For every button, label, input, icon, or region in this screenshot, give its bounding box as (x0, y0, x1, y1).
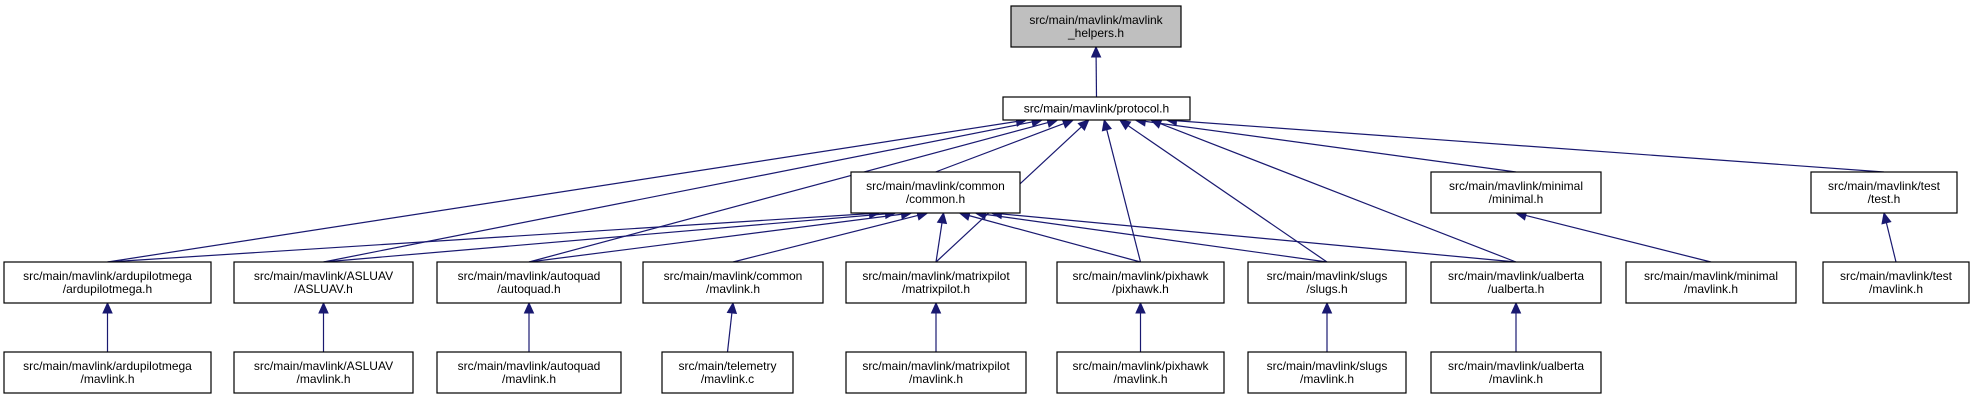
node-label-line: src/main/telemetry (678, 359, 776, 373)
node-slugs[interactable]: src/main/mavlink/slugs/slugs.h (1247, 261, 1407, 304)
node-label-line: _helpers.h (1067, 26, 1124, 40)
dependency-edge-minimal_mavlink-to-minimal (1514, 210, 1712, 263)
dependency-edge-matrixpilot_mavlink-to-matrixpilot (930, 301, 942, 352)
node-label-line: src/main/mavlink/ualberta (1448, 359, 1584, 373)
node-label-line: /mavlink.h (1869, 282, 1923, 296)
node-label-line: src/main/mavlink/matrixpilot (862, 359, 1010, 373)
node-ualberta[interactable]: src/main/mavlink/ualberta/ualberta.h (1430, 261, 1602, 304)
node-label-line: src/main/mavlink/matrixpilot (862, 269, 1010, 283)
node-label-line: /minimal.h (1489, 192, 1544, 206)
dependency-edge-autoquad-to-common (528, 209, 913, 263)
node-asluav-mavlink[interactable]: src/main/mavlink/ASLUAV/mavlink.h (233, 351, 414, 394)
node-matrixpilot-mavlink[interactable]: src/main/mavlink/matrixpilot/mavlink.h (845, 351, 1027, 394)
dependency-edge-matrixpilot-to-common (935, 211, 948, 263)
dependency-edge-asluav_mavlink-to-asluav (318, 301, 329, 352)
dependency-edge-slugs-to-protocol (1118, 119, 1328, 263)
node-asluav[interactable]: src/main/mavlink/ASLUAV/ASLUAV.h (233, 261, 414, 304)
dependency-edge-protocol-to-helpers (1090, 45, 1102, 98)
node-label-line: src/main/mavlink/slugs (1267, 359, 1388, 373)
node-label-line: src/main/mavlink/test (1828, 179, 1941, 193)
node-label-line: src/main/mavlink/ardupilotmega (23, 359, 192, 373)
node-label-line: /mavlink.h (296, 372, 350, 386)
graph-nodes: src/main/mavlink/mavlink_helpers.hsrc/ma… (3, 5, 1970, 394)
node-label-line: /test.h (1868, 192, 1901, 206)
dependency-edge-test_mavlink-to-test (1881, 211, 1897, 263)
node-minimal-mavlink[interactable]: src/main/mavlink/minimal/mavlink.h (1625, 261, 1797, 304)
node-autoquad[interactable]: src/main/mavlink/autoquad/autoquad.h (436, 261, 622, 304)
node-test-mavlink[interactable]: src/main/mavlink/test/mavlink.h (1822, 261, 1970, 304)
node-label-line: src/main/mavlink/protocol.h (1024, 102, 1169, 116)
node-pixhawk[interactable]: src/main/mavlink/pixhawk/pixhawk.h (1056, 261, 1225, 304)
node-label-line: /common.h (906, 192, 965, 206)
dependency-edge-minimal-to-protocol (1134, 116, 1517, 173)
dependency-edge-ardupilotmega_mavlink-to-ardupilotmega (102, 301, 113, 352)
node-ardupilotmega[interactable]: src/main/mavlink/ardupilotmega/ardupilot… (3, 261, 212, 304)
dependency-edge-ualberta-to-common (990, 208, 1517, 263)
node-label-line: src/main/mavlink/common (866, 179, 1005, 193)
node-common[interactable]: src/main/mavlink/common/common.h (850, 171, 1021, 214)
dependency-edge-slugs-to-common (974, 209, 1328, 263)
node-label-line: /mavlink.h (80, 372, 134, 386)
node-label-line: /mavlink.h (1300, 372, 1354, 386)
node-label-line: src/main/mavlink/mavlink (1029, 13, 1163, 27)
node-label-line: /autoquad.h (497, 282, 560, 296)
dependency-edge-slugs_mavlink-to-slugs (1321, 301, 1333, 352)
node-label-line: /mavlink.h (706, 282, 760, 296)
node-label-line: /mavlink.c (701, 372, 754, 386)
node-label-line: src/main/mavlink/test (1840, 269, 1953, 283)
node-label-line: src/main/mavlink/autoquad (458, 269, 601, 283)
dependency-edge-telemetry_mavlink-to-common_mavlink (726, 301, 738, 353)
node-test[interactable]: src/main/mavlink/test/test.h (1810, 171, 1958, 214)
node-minimal[interactable]: src/main/mavlink/minimal/minimal.h (1430, 171, 1602, 214)
node-label-line: /mavlink.h (909, 372, 963, 386)
node-label-line: src/main/mavlink/minimal (1644, 269, 1778, 283)
node-label-line: src/main/mavlink/ardupilotmega (23, 269, 192, 283)
node-label-line: src/main/mavlink/autoquad (458, 359, 601, 373)
node-label-line: /pixhawk.h (1112, 282, 1169, 296)
node-autoquad-mavlink[interactable]: src/main/mavlink/autoquad/mavlink.h (436, 351, 622, 394)
node-label-line: /ardupilotmega.h (63, 282, 152, 296)
node-common-mavlink[interactable]: src/main/mavlink/common/mavlink.h (642, 261, 824, 304)
node-ualberta-mavlink[interactable]: src/main/mavlink/ualberta/mavlink.h (1430, 351, 1602, 394)
dependency-edge-autoquad_mavlink-to-autoquad (523, 301, 535, 352)
node-label-line: /slugs.h (1306, 282, 1347, 296)
node-label-line: src/main/mavlink/pixhawk (1072, 269, 1209, 283)
node-label-line: /ualberta.h (1488, 282, 1545, 296)
node-label-line: src/main/mavlink/common (664, 269, 803, 283)
node-ardupilotmega-mavlink[interactable]: src/main/mavlink/ardupilotmega/mavlink.h (3, 351, 212, 394)
node-telemetry-mavlink[interactable]: src/main/telemetry/mavlink.c (661, 351, 794, 394)
node-slugs-mavlink[interactable]: src/main/mavlink/slugs/mavlink.h (1247, 351, 1407, 394)
node-matrixpilot[interactable]: src/main/mavlink/matrixpilot/matrixpilot… (845, 261, 1027, 304)
dependency-edge-ualberta_mavlink-to-ualberta (1510, 301, 1522, 352)
node-label-line: /mavlink.h (1489, 372, 1543, 386)
node-label-line: src/main/mavlink/ualberta (1448, 269, 1584, 283)
node-label-line: /ASLUAV.h (294, 282, 353, 296)
node-protocol[interactable]: src/main/mavlink/protocol.h (1002, 96, 1191, 121)
node-label-line: src/main/mavlink/ASLUAV (254, 359, 393, 373)
node-label-line: /mavlink.h (502, 372, 556, 386)
node-label-line: /mavlink.h (1113, 372, 1167, 386)
node-label-line: /matrixpilot.h (902, 282, 970, 296)
dependency-edge-pixhawk_mavlink-to-pixhawk (1135, 301, 1146, 352)
dependency-edge-pixhawk-to-protocol (1101, 118, 1142, 263)
node-label-line: /mavlink.h (1684, 282, 1738, 296)
node-pixhawk-mavlink[interactable]: src/main/mavlink/pixhawk/mavlink.h (1056, 351, 1225, 394)
node-label-line: src/main/mavlink/ASLUAV (254, 269, 393, 283)
node-label-line: src/main/mavlink/slugs (1267, 269, 1388, 283)
node-helpers[interactable]: src/main/mavlink/mavlink_helpers.h (1010, 5, 1182, 48)
node-label-line: src/main/mavlink/minimal (1449, 179, 1583, 193)
node-label-line: src/main/mavlink/pixhawk (1072, 359, 1209, 373)
dependency-edge-test-to-protocol (1165, 115, 1885, 173)
